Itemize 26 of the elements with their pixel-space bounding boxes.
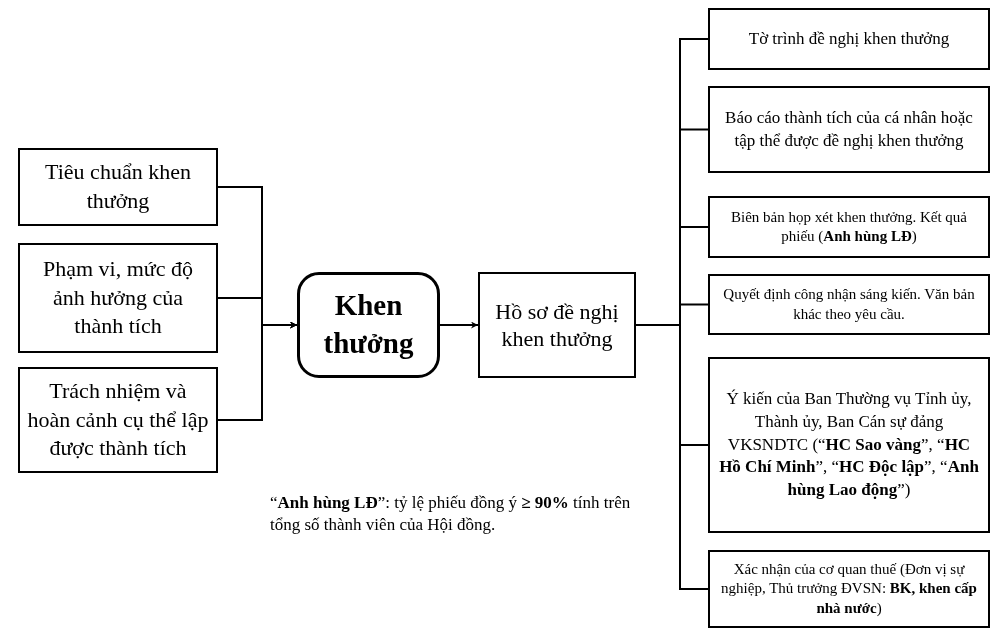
connector-line — [439, 321, 479, 329]
box-text: Tờ trình đề nghị khen thưởng — [748, 27, 950, 50]
box-text: Trách nhiệm và hoàn cảnh cụ thể lập được thành tích — [26, 377, 210, 463]
box-text: Xác nhận của cơ quan thuế (Đơn vị sự nghiệp, Thủ trưởng ĐVSN: BK, khen cấp nhà nước) — [720, 559, 978, 618]
process-box — [708, 86, 990, 173]
box-text: Biên bản họp xét khen thưởng. Kết quả phiếu (Anh hùng LĐ) — [730, 207, 968, 246]
box-text: Hồ sơ đề nghị khen thưởng — [494, 297, 620, 353]
box-text: Quyết định công nhận sáng kiến. Văn bản khác theo yêu cầu. — [722, 285, 976, 324]
box-text: Khen thưởng — [322, 288, 415, 361]
process-box — [478, 272, 636, 378]
process-box — [708, 550, 990, 628]
process-box — [708, 357, 990, 533]
process-box — [18, 148, 218, 226]
connector-line — [217, 321, 298, 421]
process-box — [708, 274, 990, 335]
box-text: Ý kiến của Ban Thường vụ Tỉnh ủy, Thành ủy, Ban Cán sự đảng VKSNDTC (“HC Sao vàng”, “HC Hồ Chí Minh”, “HC Độc lập”, “Anh hùng Lao động”) — [718, 387, 980, 502]
process-box — [708, 196, 990, 258]
box-text: Báo cáo thành tích của cá nhân hoặc tập thể được đề nghị khen thưởng — [724, 107, 974, 152]
box-text: Phạm vi, mức độ ảnh hưởng của thành tích — [42, 255, 194, 341]
process-box — [18, 367, 218, 473]
process-box — [18, 243, 218, 353]
process-box — [708, 8, 990, 70]
connector-line — [635, 324, 709, 590]
rounded-box — [297, 272, 440, 378]
note-text: “Anh hùng LĐ”: tỷ lệ phiếu đồng ý ≥ 90% tính trên tổng số thành viên của Hội đồng. — [270, 492, 632, 537]
box-text: Tiêu chuẩn khen thưởng — [44, 158, 192, 215]
